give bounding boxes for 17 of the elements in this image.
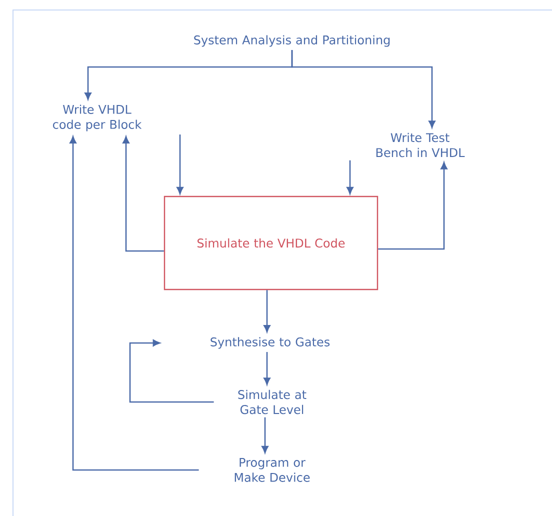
arrow (176, 134, 184, 194)
arrow (264, 352, 270, 385)
process-box: Simulate the VHDL Code (164, 196, 378, 290)
step-label: Write Test Bench in VHDL (376, 132, 465, 158)
arrow (122, 136, 164, 252)
arrow (262, 417, 268, 454)
step-label: Synthesise to Gates (210, 337, 330, 349)
arrow (346, 160, 354, 194)
step-label: Program or Make Device (234, 458, 310, 482)
step-label: Simulate at Gate Level (238, 390, 306, 414)
arrow (291, 50, 436, 128)
arrow (70, 136, 199, 471)
arrow (264, 290, 270, 332)
step-label: System Analysis and Partitioning (194, 35, 390, 47)
arrow (378, 162, 448, 250)
arrow (129, 340, 214, 403)
step-label: Write VHDL code per Block (53, 104, 142, 132)
